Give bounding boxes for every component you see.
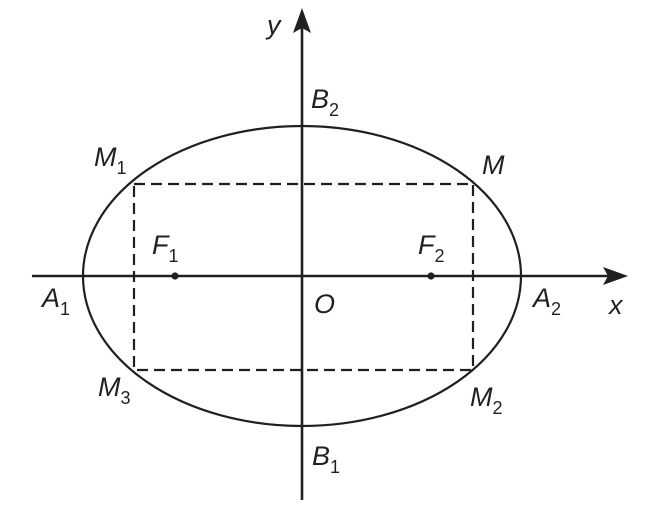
point-label-m: M	[482, 150, 505, 180]
x-axis-label: x	[607, 290, 624, 320]
focus-f2-dot	[427, 272, 435, 280]
x-axis-arrowhead	[603, 267, 628, 285]
point-label-f2: F2	[418, 230, 445, 266]
point-label-a1: A1	[40, 283, 70, 319]
point-label-m1: M1	[94, 142, 127, 178]
y-axis-arrowhead	[293, 8, 311, 33]
y-axis-label: y	[265, 10, 282, 40]
origin-label: O	[314, 289, 335, 319]
point-label-b1: B1	[312, 441, 340, 477]
point-label-a2: A2	[531, 283, 561, 319]
point-label-b2: B2	[311, 84, 339, 120]
point-label-m3: M3	[98, 372, 131, 408]
point-label-f1: F1	[152, 230, 179, 266]
point-label-m2: M2	[470, 382, 503, 418]
focus-f1-dot	[171, 272, 179, 280]
